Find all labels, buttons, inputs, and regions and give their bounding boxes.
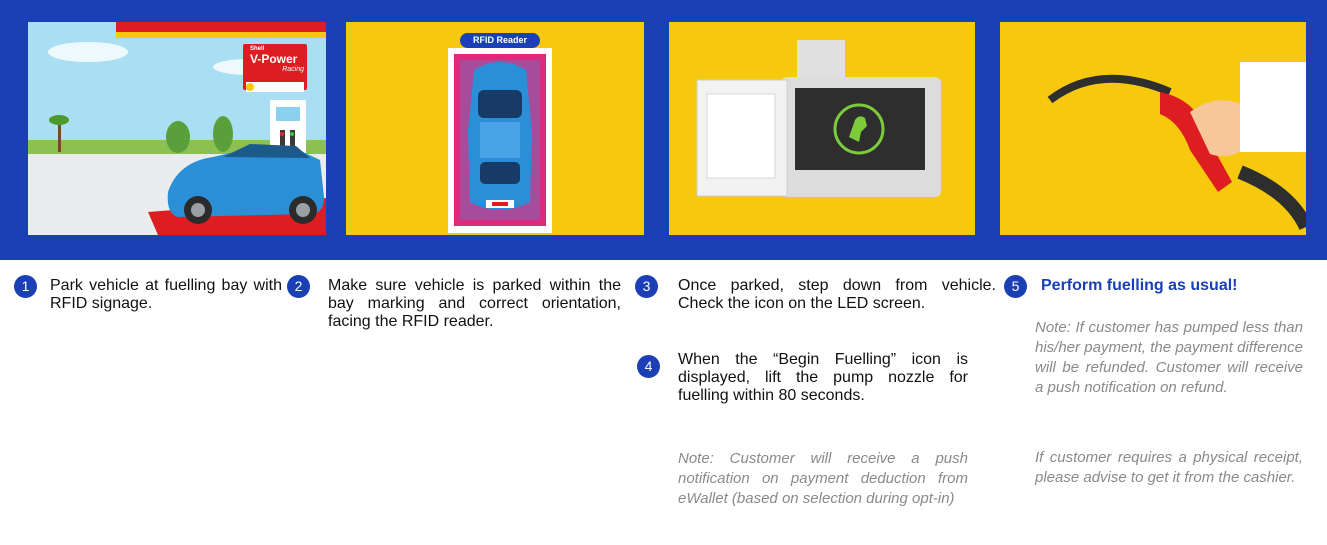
sign-subtitle: Racing <box>282 66 304 73</box>
step-3-badge: 3 <box>635 275 658 298</box>
step-1-text: Park vehicle at fuelling bay with RFID s… <box>50 277 282 312</box>
step-5-note-receipt: If customer requires a physical receipt,… <box>1035 449 1303 486</box>
step-5-note-refund: Note: If customer has pumped less than h… <box>1035 319 1303 396</box>
panel-park-vehicle-illustration: Shell V-Power Racing <box>28 22 326 235</box>
step-5-badge: 5 <box>1004 275 1027 298</box>
fuel-nozzle-image <box>1047 62 1306 231</box>
station-scene-image <box>28 22 326 235</box>
sign-brand: Shell <box>250 46 265 52</box>
led-screen-image <box>696 40 941 197</box>
step-2-text: Make sure vehicle is parked within the b… <box>328 277 621 330</box>
step-1-badge: 1 <box>14 275 37 298</box>
sign-title: V-Power <box>250 52 298 66</box>
step-4-note: Note: Customer will receive a push notif… <box>678 450 968 507</box>
step-3-text: Once parked, step down from vehicle. Che… <box>678 277 996 312</box>
panel-rfid-reader-illustration: RFID Reader <box>346 22 644 235</box>
panel-fuelling-illustration <box>1000 22 1306 235</box>
step-5-text: Perform fuelling as usual! <box>1041 277 1238 294</box>
step-2-badge: 2 <box>287 275 310 298</box>
v-power-sign: Shell V-Power Racing <box>250 46 304 74</box>
step-4-badge: 4 <box>637 355 660 378</box>
instruction-banner: Shell V-Power Racing RFID Reader <box>0 0 1327 260</box>
panel-led-screen-illustration <box>669 22 975 235</box>
car-top-view-image <box>448 48 552 233</box>
rfid-reader-label: RFID Reader <box>460 33 540 48</box>
step-4-text: When the “Begin Fuelling” icon is displa… <box>678 351 968 404</box>
